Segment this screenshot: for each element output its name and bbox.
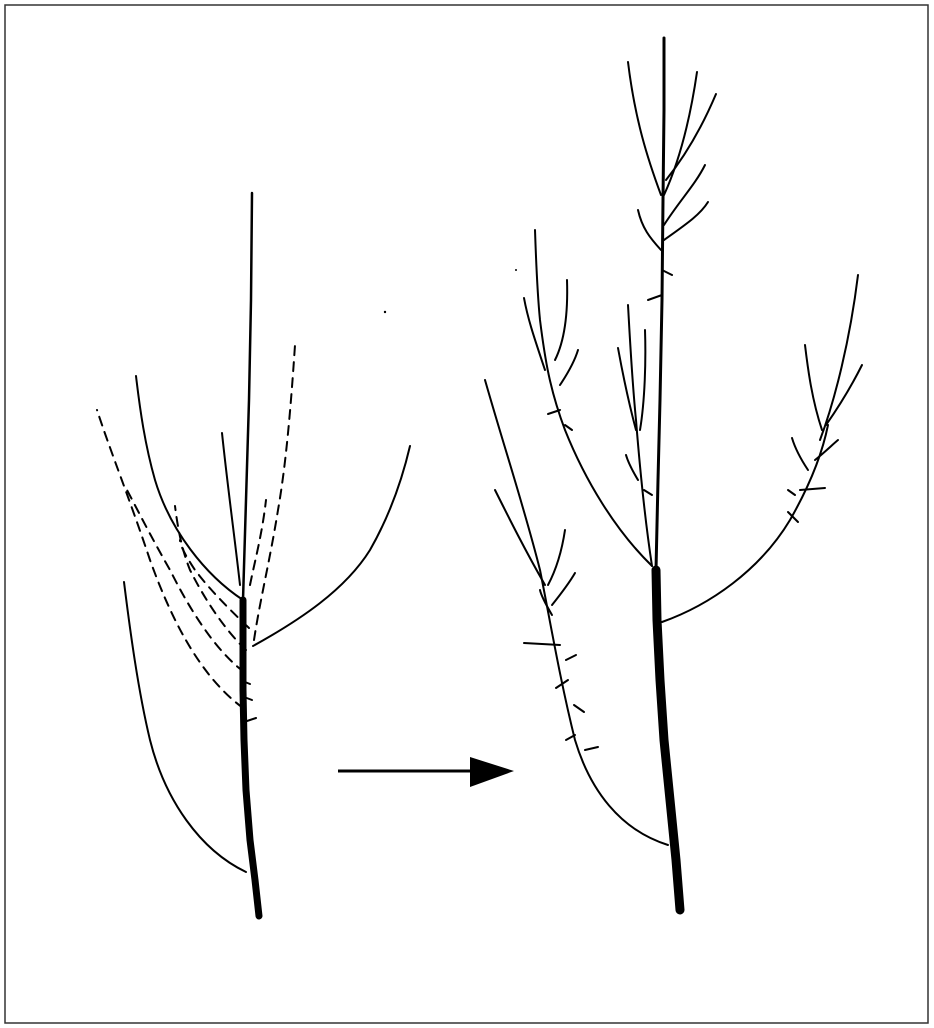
left-branch-right	[253, 446, 410, 646]
rb-stub-3	[788, 490, 795, 495]
inner-twig-2	[640, 330, 645, 430]
ll-stub-4	[574, 705, 584, 712]
rb-twig-2	[805, 345, 822, 430]
rb-twig-1	[820, 275, 858, 440]
tree-after-growth	[485, 38, 862, 910]
dashed-branch-5	[254, 345, 295, 640]
ll-twig-2	[548, 530, 565, 585]
ul-stub-2	[565, 425, 572, 430]
ll-stub-2	[566, 655, 576, 660]
dashed-branch-4	[180, 540, 249, 628]
dashed-branch-3	[175, 506, 246, 650]
rb-twig-4	[815, 440, 838, 460]
ll-stub-6	[585, 747, 598, 750]
arrow-head	[470, 757, 514, 787]
arrow-before-to-after	[338, 757, 514, 787]
ul-twig-2	[555, 280, 567, 360]
leader-twig-1	[628, 62, 661, 195]
branches-to-remove	[97, 345, 295, 708]
dashed-branch-6	[250, 500, 266, 585]
right-trunk	[656, 570, 680, 910]
right-side-branch	[662, 425, 828, 622]
ll-twig-3	[552, 573, 575, 605]
left-trunk	[243, 600, 259, 916]
rb-twig-5	[792, 438, 808, 470]
ll-twig-4	[540, 590, 552, 615]
inner-twig-4	[644, 490, 652, 495]
ul-twig-3	[560, 350, 578, 385]
speck-2	[515, 269, 517, 271]
speck-1	[384, 311, 386, 313]
left-branch-middle	[222, 433, 240, 585]
left-leader	[243, 193, 252, 600]
inner-twig-3	[626, 455, 638, 480]
rb-twig-3	[826, 365, 862, 425]
leader-stub-2	[648, 295, 662, 300]
leader-twig-6	[638, 210, 661, 250]
young-tree-before-pruning	[97, 193, 410, 916]
dashed-branch-1	[97, 410, 243, 708]
right-leader	[656, 38, 664, 570]
left-branch-lower-left	[124, 582, 246, 872]
right-inner-branch	[628, 305, 652, 566]
ll-twig-1	[495, 490, 545, 585]
dashed-branch-2	[127, 490, 244, 672]
rb-stub-1	[800, 488, 825, 490]
leader-twig-5	[664, 202, 708, 240]
right-lower-left-branch	[485, 380, 668, 845]
